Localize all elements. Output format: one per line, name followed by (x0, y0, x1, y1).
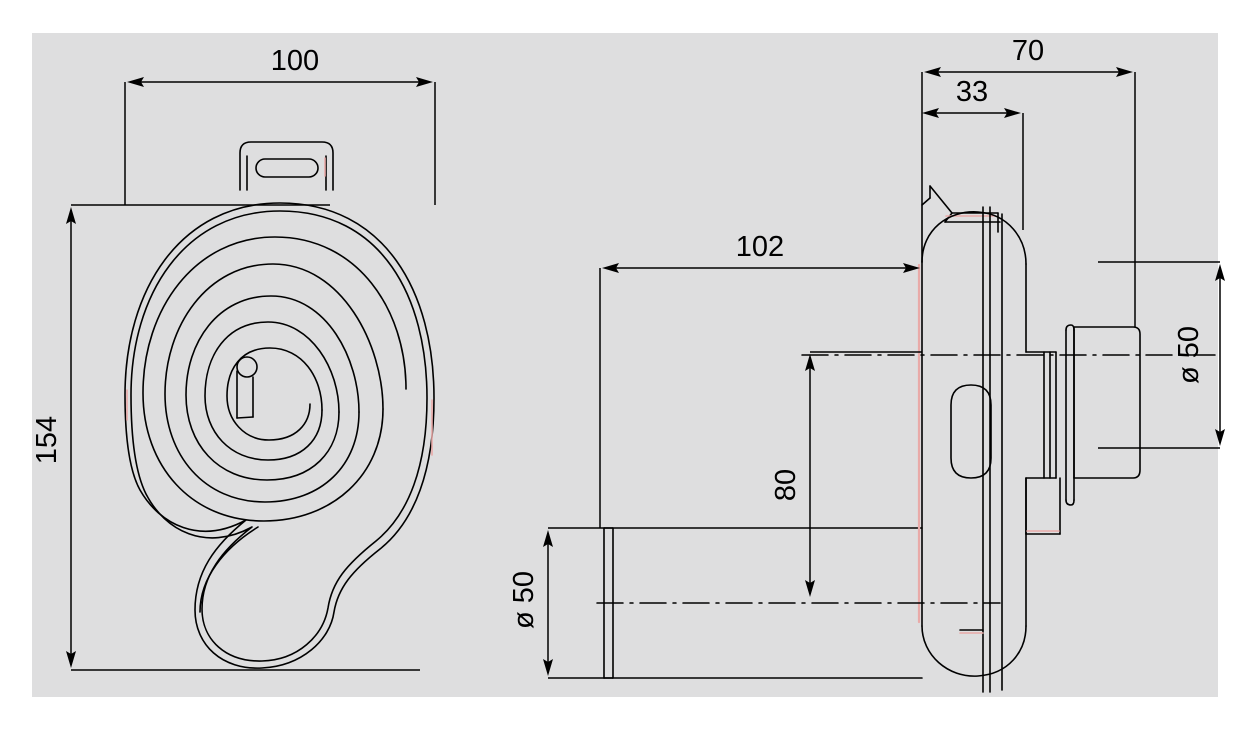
housing-inner-profile (130, 210, 428, 662)
arrow-102-left (602, 263, 619, 273)
shaft-key-bottom (236, 416, 254, 419)
dimension-depth-33 (922, 108, 1024, 230)
dimension-width-100 (124, 77, 436, 205)
dim-text-dia-50-inlet: ø 50 (508, 571, 540, 629)
dim-text-depth-33: 33 (956, 76, 988, 108)
arrow-33-left (922, 108, 939, 118)
shaft-center-hole (236, 356, 258, 378)
volute-ring-2 (164, 263, 384, 503)
arrow-33-right (1004, 108, 1021, 118)
dimension-height-80 (805, 351, 922, 597)
arrow-154-top (66, 207, 76, 224)
dimension-dia-50-inlet (543, 527, 613, 679)
arrow-100-right (416, 77, 433, 87)
arrow-dia50out-top (1215, 264, 1225, 281)
volute-hub-profile (226, 347, 323, 441)
arrow-dia50in-top (543, 530, 553, 547)
dim-text-length-102: 102 (736, 231, 784, 263)
arrow-102-right (903, 263, 920, 273)
arrow-dia50in-bottom (543, 659, 553, 676)
arrow-dia50out-bottom (1215, 429, 1225, 446)
outlet-nozzle-outline (1073, 326, 1141, 479)
body-bottom-dome (921, 625, 1027, 677)
dim-text-height-154: 154 (31, 416, 63, 464)
bracket-chamfer-top (921, 197, 931, 206)
drawing-sheet-background (32, 33, 1218, 697)
arrow-100-left (127, 77, 144, 87)
bracket-diagonal (929, 185, 953, 214)
discharge-lip-inner (199, 526, 259, 613)
arrow-70-left (924, 67, 941, 77)
dim-text-dia-50-outlet: ø 50 (1173, 326, 1205, 384)
centrelines (596, 354, 1219, 604)
body-top-dome (921, 211, 1027, 265)
arrow-154-bottom (66, 651, 76, 668)
arrow-80-top (805, 354, 815, 371)
dimension-length-102 (599, 263, 920, 528)
mounting-tab-slot (255, 158, 319, 178)
front-view-geometry (124, 141, 435, 669)
housing-outer-profile (124, 202, 435, 669)
arrow-70-right (1116, 67, 1133, 77)
mounting-tab-outline (239, 141, 334, 191)
arrow-80-bottom (805, 580, 815, 597)
dimension-texts: 100 154 70 33 102 80 ø 50 ø 50 (31, 35, 1205, 629)
dim-text-depth-70: 70 (1012, 35, 1044, 67)
volute-ring-4 (204, 321, 340, 461)
volute-ring-3 (185, 295, 360, 481)
collar-rib-bottom-cap (1065, 499, 1075, 506)
dimension-dia-50-outlet (1098, 261, 1225, 449)
dim-text-height-80: 80 (770, 469, 802, 501)
dimension-lines (66, 67, 1225, 679)
volute-ring-1 (142, 236, 407, 522)
dimension-depth-70 (921, 67, 1136, 327)
dim-text-width-100: 100 (271, 45, 319, 77)
body-oblong-slot (950, 384, 992, 479)
dimension-height-154 (66, 204, 420, 671)
